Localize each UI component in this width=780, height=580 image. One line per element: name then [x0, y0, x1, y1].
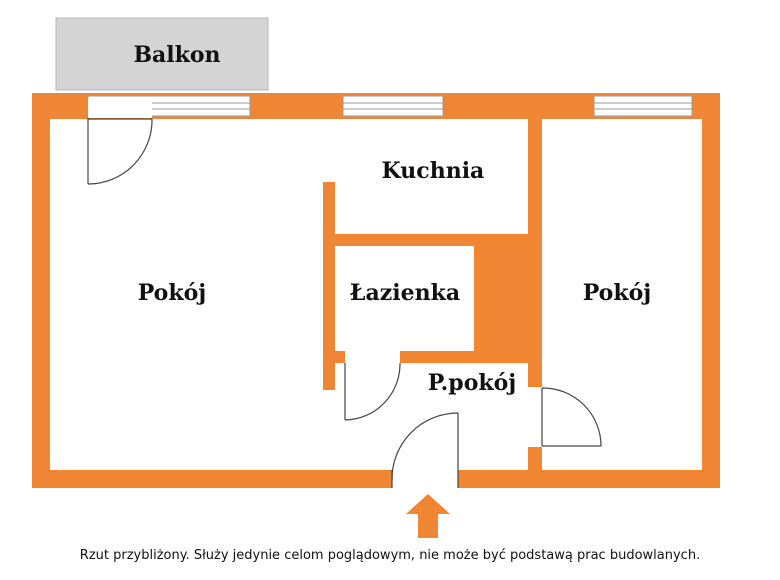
balcony-area	[55, 17, 269, 91]
door-balcony	[87, 98, 153, 185]
arrow-up-icon	[406, 494, 450, 538]
window-kitchen	[342, 95, 444, 117]
interior-walls	[323, 119, 542, 470]
window-right-room	[593, 95, 693, 117]
label-kuchnia: Kuchnia	[382, 158, 485, 184]
disclaimer-text: Rzut przybliżony. Służy jedynie celom po…	[79, 548, 701, 563]
doors	[87, 98, 602, 488]
label-pokoj-left: Pokój	[138, 280, 207, 306]
label-pokoj-right: Pokój	[583, 280, 652, 306]
door-bathroom	[344, 362, 401, 421]
label-przedpokoj: P.pokój	[428, 370, 517, 396]
door-right-room	[541, 387, 602, 447]
door-entrance	[391, 412, 459, 488]
label-lazienka: Łazienka	[350, 280, 460, 306]
label-balkon: Balkon	[133, 42, 220, 68]
windows	[87, 95, 693, 117]
window-lines	[152, 102, 692, 110]
